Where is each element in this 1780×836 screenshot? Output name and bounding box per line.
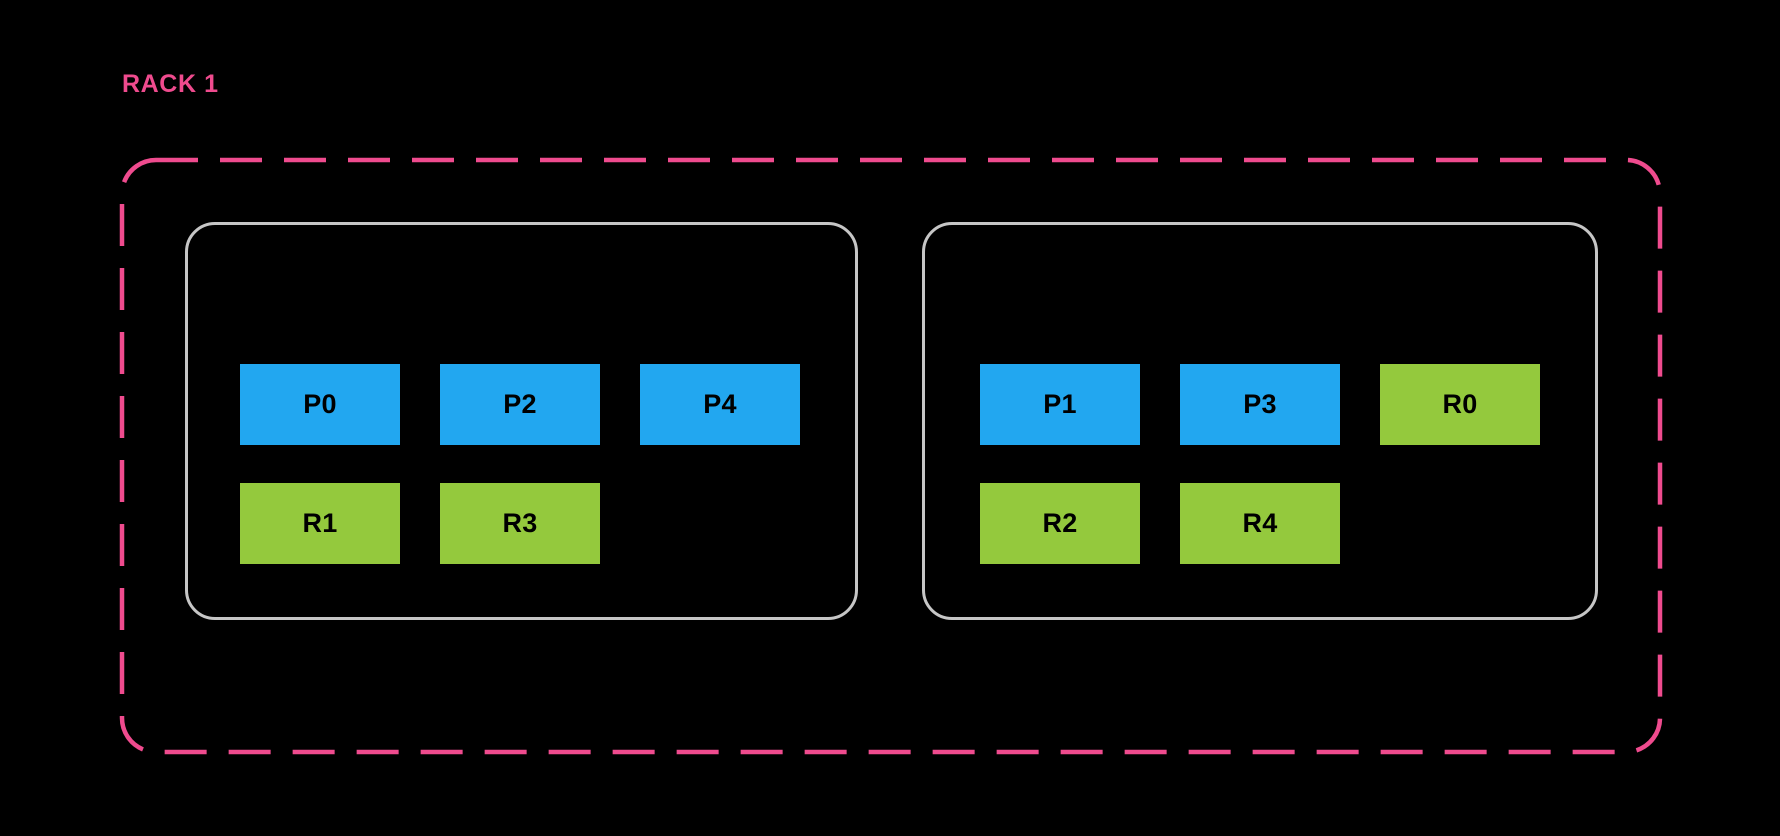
block-p0[interactable]: P0 [240,364,400,445]
block-p3[interactable]: P3 [1180,364,1340,445]
node-box-1 [922,222,1598,620]
block-p1[interactable]: P1 [980,364,1140,445]
node-box-0 [185,222,858,620]
block-r0[interactable]: R0 [1380,364,1540,445]
block-r3[interactable]: R3 [440,483,600,564]
block-r1[interactable]: R1 [240,483,400,564]
block-p2[interactable]: P2 [440,364,600,445]
rack-label: RACK 1 [122,70,219,98]
block-p4[interactable]: P4 [640,364,800,445]
block-r2[interactable]: R2 [980,483,1140,564]
block-r4[interactable]: R4 [1180,483,1340,564]
